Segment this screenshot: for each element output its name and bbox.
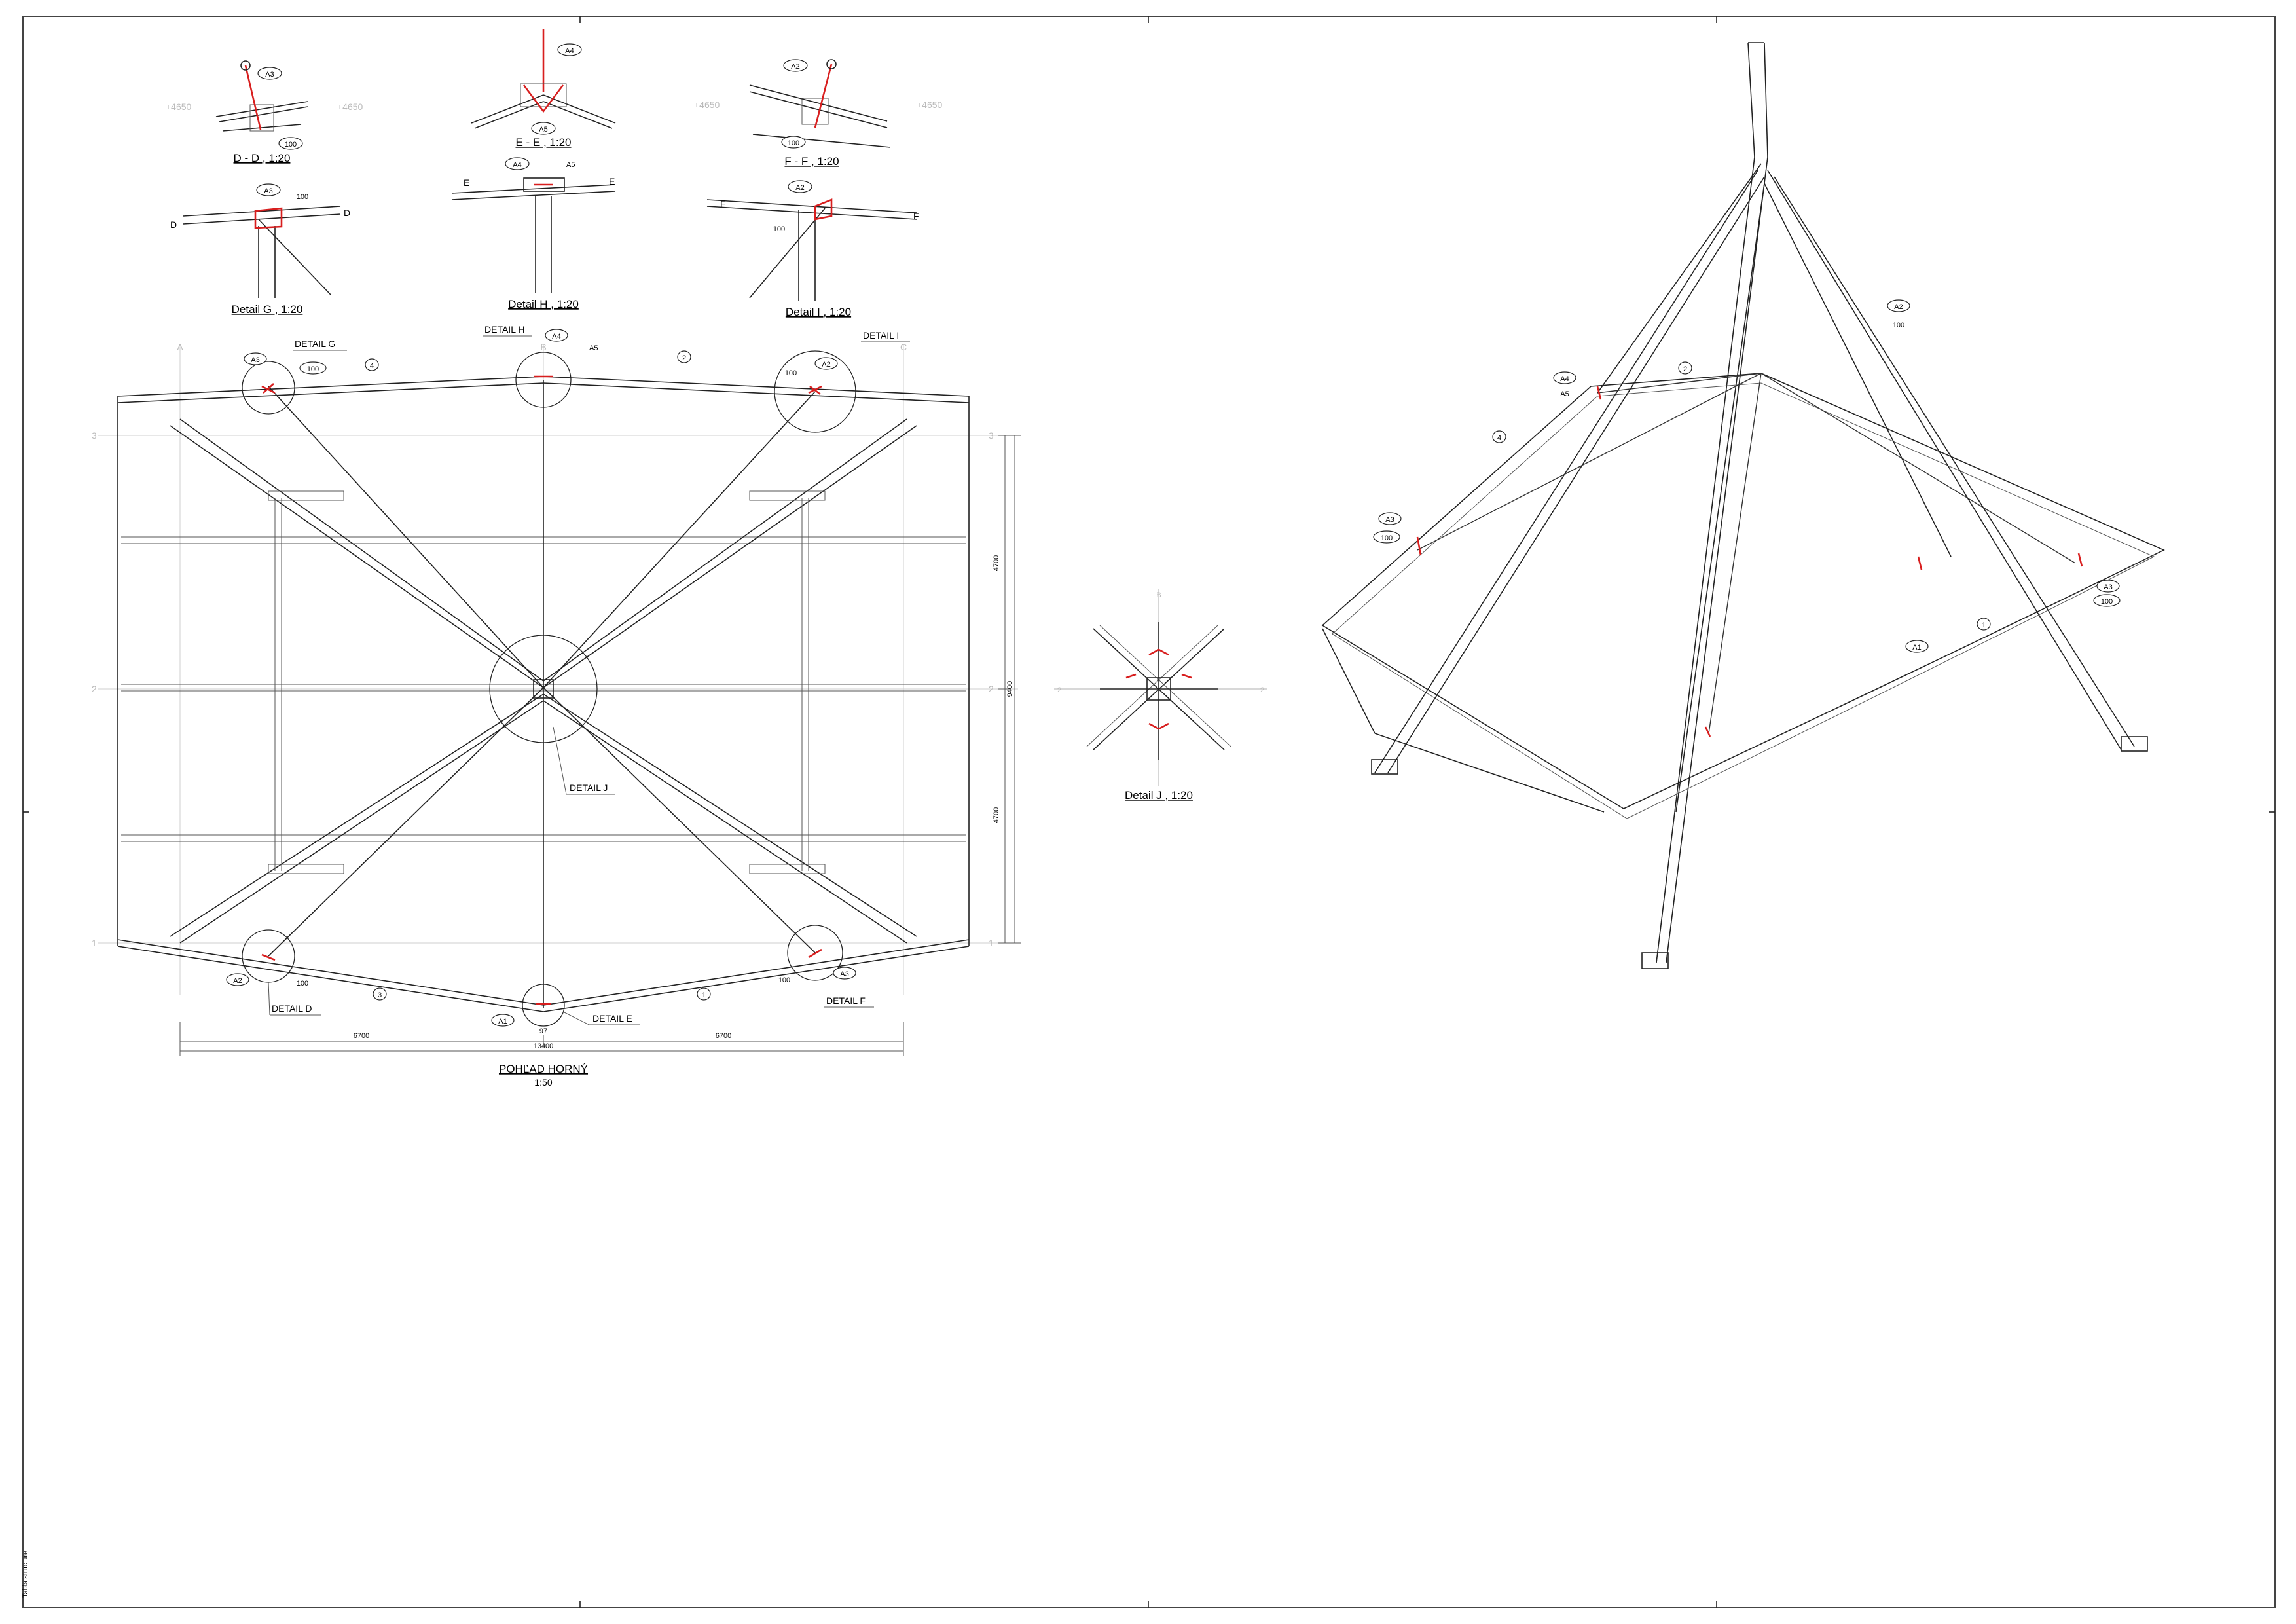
svg-text:A5: A5 <box>566 161 575 169</box>
svg-text:1: 1 <box>92 938 97 948</box>
svg-text:2: 2 <box>989 684 994 694</box>
svg-text:2: 2 <box>1683 365 1687 373</box>
svg-text:100: 100 <box>1893 322 1904 329</box>
svg-text:100: 100 <box>785 369 797 377</box>
sheet-frame: Tabla structure <box>22 16 2276 1608</box>
svg-text:97: 97 <box>539 1027 547 1035</box>
detail-j: B 2 2 Detail J , 1:20 <box>1054 589 1267 802</box>
svg-text:100: 100 <box>2101 598 2113 606</box>
svg-text:A5: A5 <box>539 126 547 134</box>
svg-text:100: 100 <box>773 225 785 233</box>
svg-text:A1: A1 <box>498 1018 507 1025</box>
svg-text:+4650: +4650 <box>917 100 943 110</box>
plan-view-scale: 1:50 <box>534 1077 552 1088</box>
svg-text:E: E <box>609 176 615 187</box>
svg-text:100: 100 <box>1381 534 1393 542</box>
svg-text:A4: A4 <box>565 47 574 55</box>
svg-text:A2: A2 <box>791 63 799 71</box>
detail-title-ee: E - E , 1:20 <box>515 136 571 149</box>
detail-title-i: Detail I , 1:20 <box>786 306 851 318</box>
dim-6700-right: 6700 <box>716 1032 731 1040</box>
callout-detail-h: DETAIL H <box>484 324 524 335</box>
callout-detail-d: DETAIL D <box>272 1003 312 1014</box>
svg-text:A2: A2 <box>1894 303 1903 311</box>
svg-text:2: 2 <box>1057 686 1061 694</box>
roof-plan: A B C 3 2 1 3 2 1 <box>92 324 1021 1088</box>
svg-text:100: 100 <box>297 980 308 987</box>
callout-detail-e: DETAIL E <box>592 1013 632 1024</box>
svg-text:F: F <box>913 211 919 221</box>
svg-text:3: 3 <box>92 430 97 441</box>
detail-title-ff: F - F , 1:20 <box>784 155 839 168</box>
callout-detail-g: DETAIL G <box>295 339 335 349</box>
svg-text:4: 4 <box>370 362 374 370</box>
svg-text:100: 100 <box>778 976 790 984</box>
section-ff: +4650 +4650 A2 100 F - F , 1:20 <box>694 59 943 168</box>
detail-title-dd: D - D , 1:20 <box>234 152 291 164</box>
svg-text:A4: A4 <box>1560 375 1569 383</box>
detail-g: A3 100 D D Detail G , 1:20 <box>170 183 350 316</box>
dim-6700-left: 6700 <box>354 1032 369 1040</box>
dim-9400: 9400 <box>1006 681 1014 697</box>
detail-title-j: Detail J , 1:20 <box>1125 789 1193 802</box>
section-ee: A4 A5 E - E , 1:20 <box>471 29 616 149</box>
svg-text:A2: A2 <box>233 977 242 985</box>
svg-text:A1: A1 <box>1912 644 1921 652</box>
callout-detail-f: DETAIL F <box>826 995 866 1006</box>
svg-text:A: A <box>177 342 183 352</box>
svg-text:A2: A2 <box>822 361 830 369</box>
svg-text:2: 2 <box>682 354 686 362</box>
svg-text:100: 100 <box>307 365 319 373</box>
svg-text:4: 4 <box>1497 434 1501 442</box>
svg-text:A3: A3 <box>251 356 259 364</box>
svg-text:+4650: +4650 <box>694 100 720 110</box>
detail-i: A2 100 F F Detail I , 1:20 <box>706 180 919 318</box>
svg-text:1: 1 <box>989 938 994 948</box>
svg-text:A3: A3 <box>2104 583 2112 591</box>
svg-text:E: E <box>464 177 469 188</box>
svg-text:2: 2 <box>92 684 97 694</box>
side-text: Tabla structure <box>22 1551 29 1598</box>
svg-text:C: C <box>900 342 907 352</box>
svg-text:A4: A4 <box>552 333 560 341</box>
level-label: +4650 <box>337 101 363 112</box>
detail-title-g: Detail G , 1:20 <box>232 303 303 316</box>
detail-h: A4 A5 E E Detail H , 1:20 <box>451 157 616 310</box>
callout-detail-j: DETAIL J <box>570 783 608 793</box>
svg-text:100: 100 <box>297 193 308 201</box>
svg-text:F: F <box>720 198 726 209</box>
svg-text:A4: A4 <box>513 161 521 169</box>
svg-text:A3: A3 <box>1385 516 1394 524</box>
svg-text:2: 2 <box>1260 686 1264 694</box>
svg-text:A3: A3 <box>264 187 272 195</box>
svg-text:1: 1 <box>702 991 706 999</box>
level-label: +4650 <box>166 101 192 112</box>
svg-text:3: 3 <box>989 430 994 441</box>
callout-detail-i: DETAIL I <box>863 330 899 341</box>
svg-text:D: D <box>170 219 177 230</box>
dim-4700-bottom: 4700 <box>993 807 1000 823</box>
svg-text:100: 100 <box>285 141 297 149</box>
dim-13400: 13400 <box>534 1043 554 1050</box>
svg-text:A5: A5 <box>1560 390 1569 398</box>
model-3d: A2 100 A4 A5 2 4 A3 100 A3 100 1 A1 <box>1321 42 2165 969</box>
svg-text:1: 1 <box>1982 621 1986 629</box>
svg-text:B: B <box>1156 591 1161 599</box>
svg-text:A3: A3 <box>840 970 848 978</box>
svg-text:A5: A5 <box>589 344 598 352</box>
svg-text:100: 100 <box>788 139 799 147</box>
dim-4700-top: 4700 <box>993 555 1000 571</box>
plan-view-title: POHĽAD HORNÝ <box>499 1063 588 1075</box>
svg-text:A2: A2 <box>795 184 804 192</box>
svg-text:3: 3 <box>378 991 382 999</box>
svg-text:A3: A3 <box>265 71 274 79</box>
section-dd: +4650 +4650 A3 100 D - D , 1:20 <box>166 60 363 164</box>
svg-text:D: D <box>344 208 350 218</box>
svg-text:B: B <box>540 342 546 352</box>
detail-title-h: Detail H , 1:20 <box>508 298 579 310</box>
